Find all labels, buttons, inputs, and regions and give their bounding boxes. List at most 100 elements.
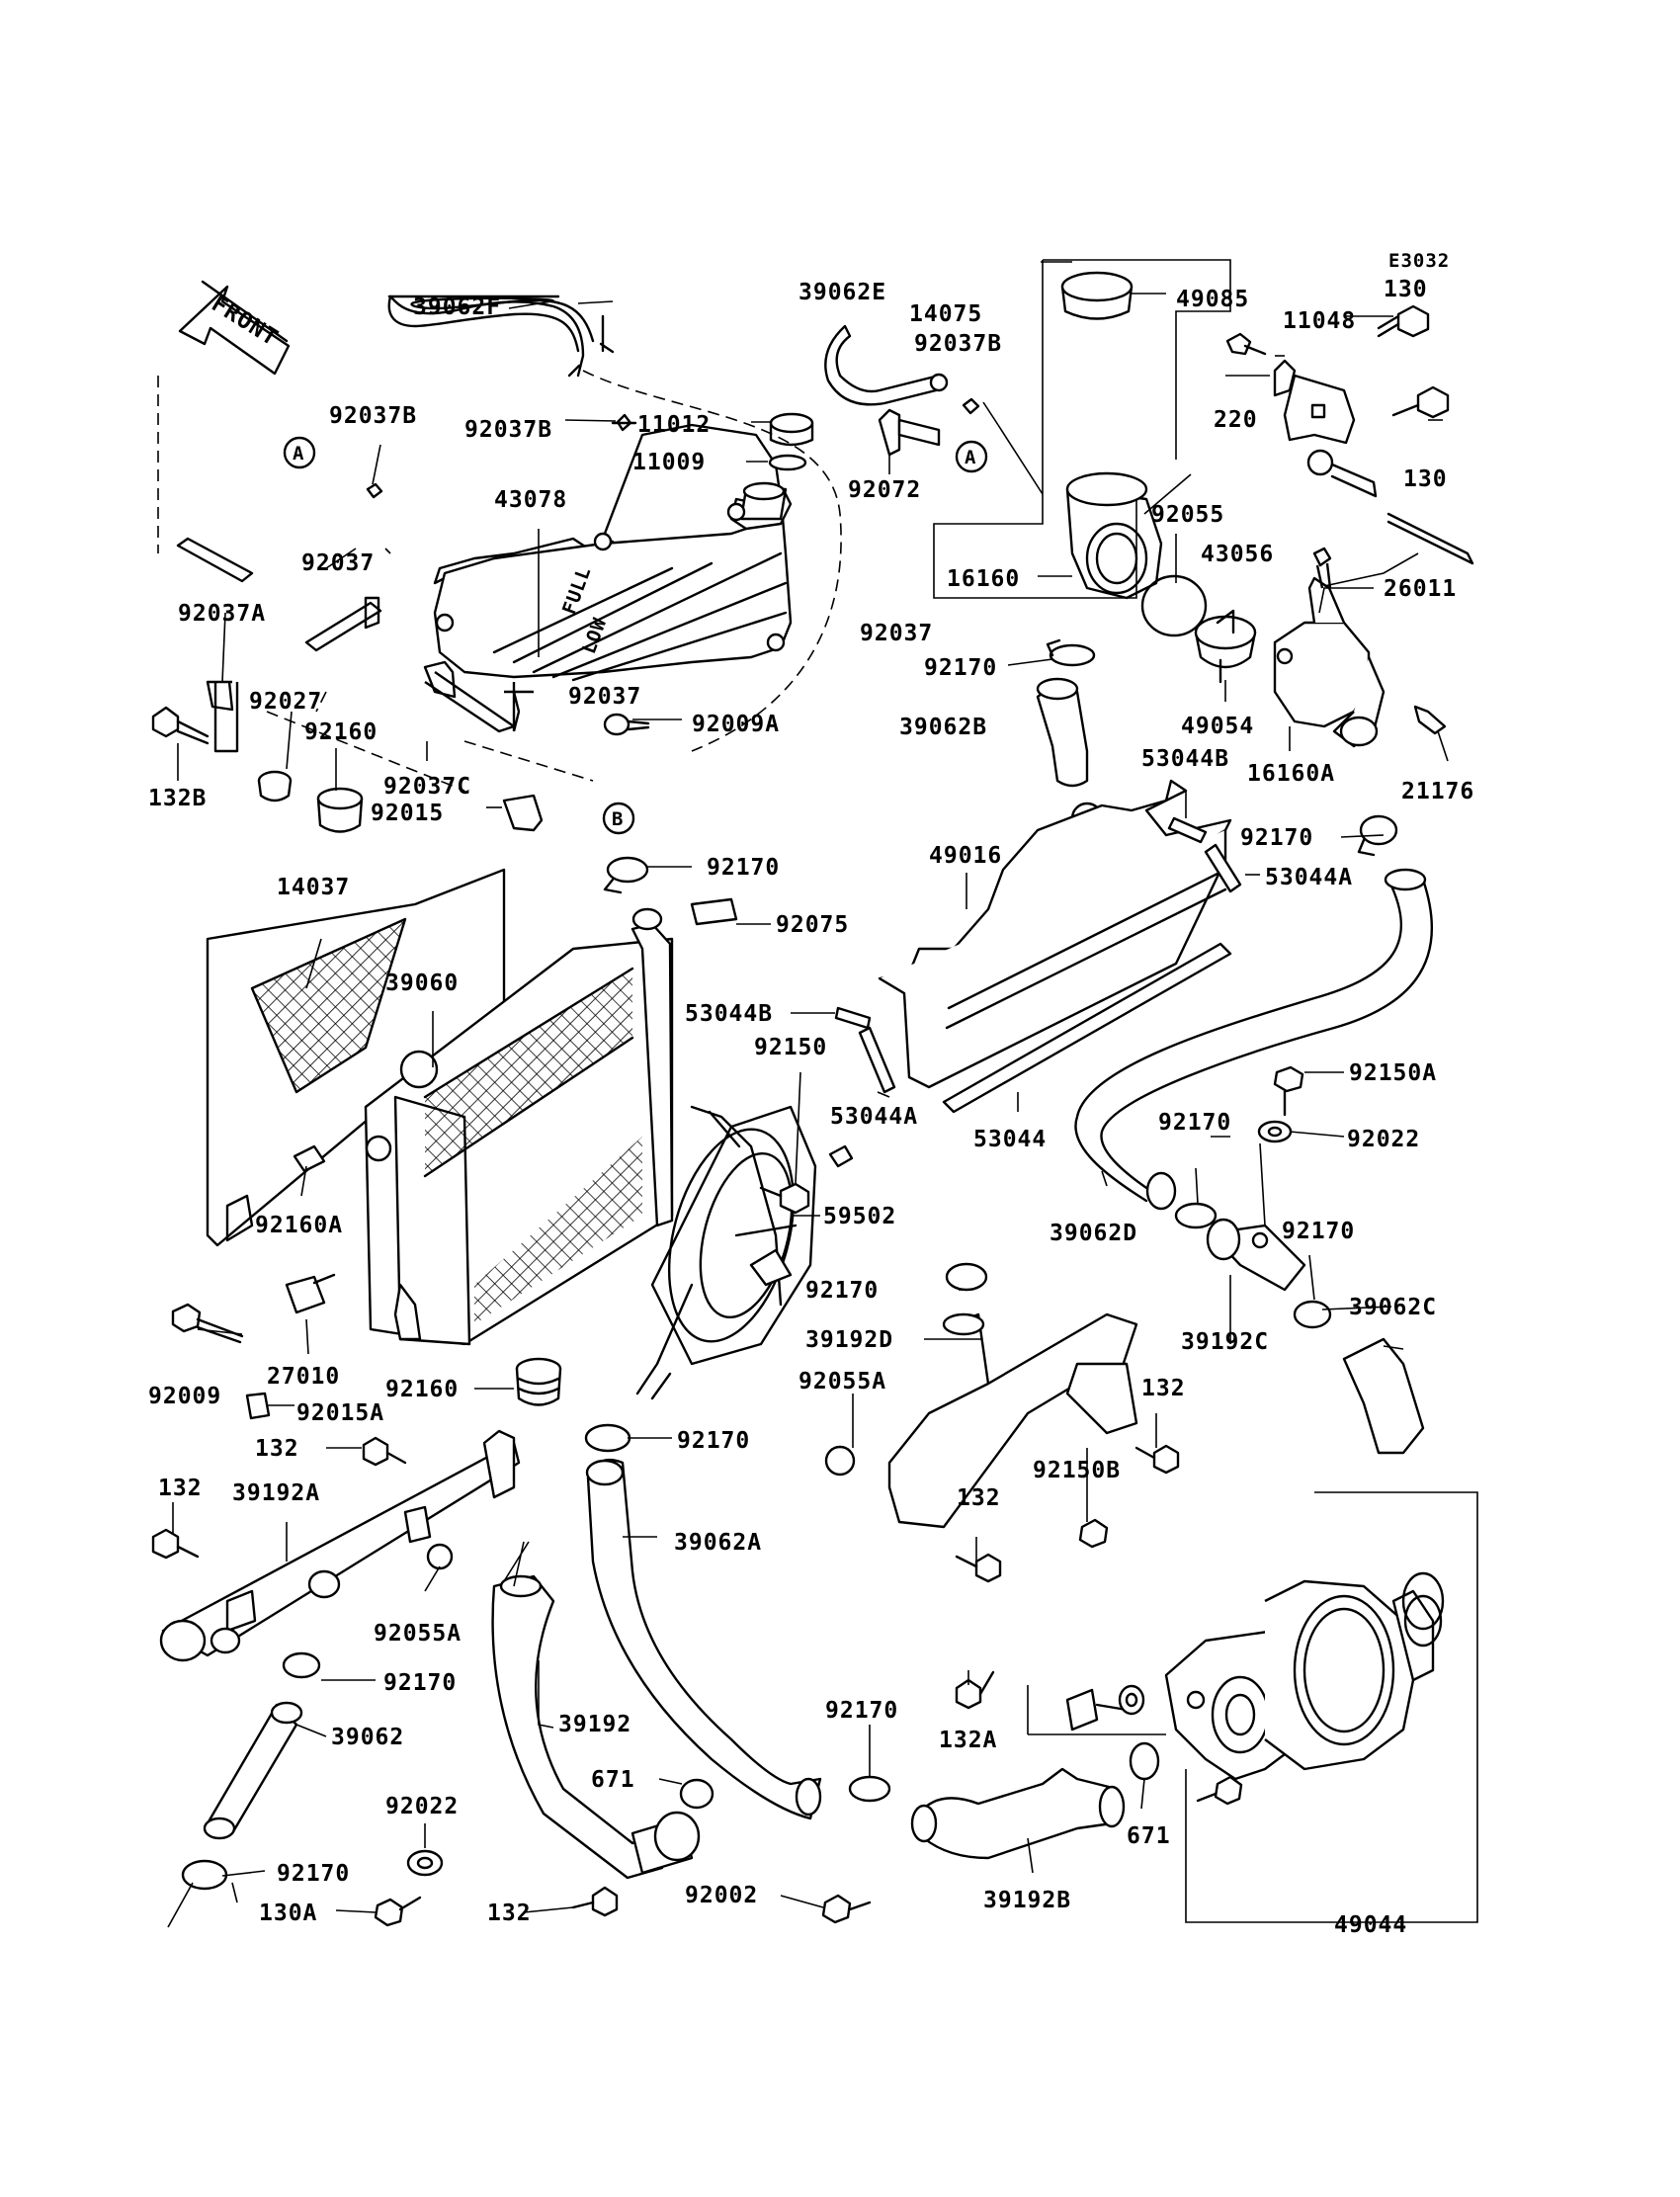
bolt-220	[1225, 332, 1267, 356]
sensor-43056	[1312, 547, 1332, 589]
label-39192D: 39192D	[805, 1327, 893, 1353]
label-39062B: 39062B	[899, 715, 987, 740]
clip-92037B-center	[962, 397, 980, 415]
label-132-left-upper: 132	[255, 1436, 299, 1462]
label-92170-left-lower: 92170	[277, 1861, 350, 1887]
water-pump-49044	[1065, 1579, 1443, 1806]
bolt-132-center-lower	[955, 1553, 1002, 1583]
clip-92015A	[245, 1392, 271, 1420]
label-130A: 130A	[259, 1901, 317, 1926]
label-59502: 59502	[823, 1204, 896, 1229]
marker-a-right-label: A	[965, 447, 976, 468]
label-21176: 21176	[1401, 779, 1474, 804]
label-132-lower: 132	[487, 1901, 532, 1926]
label-39192B: 39192B	[983, 1888, 1071, 1913]
label-92027: 92027	[249, 689, 322, 715]
label-220: 220	[1214, 407, 1258, 433]
fitting-39192C	[1206, 1218, 1306, 1292]
label-92150A: 92150A	[1349, 1060, 1437, 1086]
label-92160A: 92160A	[255, 1213, 343, 1238]
hose-39062E	[824, 324, 949, 406]
o-ring-671-right	[1129, 1741, 1160, 1781]
bolt-92009	[171, 1303, 244, 1344]
o-ring-92055	[1140, 574, 1208, 637]
bracket-11048	[1273, 359, 1356, 445]
label-92075: 92075	[776, 912, 849, 938]
hose-39062B	[1036, 677, 1089, 788]
clip-92170-lower-center	[584, 1423, 631, 1453]
fitting-27010	[285, 1273, 336, 1314]
label-92072: 92072	[848, 477, 921, 503]
label-14037: 14037	[277, 875, 350, 900]
clip-92170-upper	[1046, 638, 1096, 667]
label-132-center-right: 132	[1141, 1376, 1186, 1401]
label-53044A-mid: 53044A	[830, 1104, 918, 1130]
clip-92170-right-upper	[1357, 814, 1398, 857]
label-49016: 49016	[929, 843, 1002, 869]
o-ring-92055A-left	[426, 1543, 454, 1570]
label-92037B-left: 92037B	[329, 403, 417, 429]
label-49085: 49085	[1176, 287, 1249, 312]
marker-a-right: A	[955, 440, 988, 473]
label-92170-lower-center: 92170	[677, 1428, 750, 1454]
label-53044B-mid: 53044B	[685, 1001, 773, 1027]
reservoir-cap-11012	[769, 412, 814, 447]
bolt-132-center-right	[1134, 1444, 1180, 1475]
grommet-92027	[257, 770, 293, 803]
leader-lines	[167, 261, 1449, 1928]
dashed-outline-tank	[266, 370, 842, 792]
pad-92075	[690, 897, 738, 926]
label-92037-right: 92037	[860, 621, 933, 646]
pad-92160A	[293, 1144, 326, 1173]
brackets-92037	[176, 537, 534, 753]
label-92170-center: 92170	[805, 1278, 879, 1304]
pipe-39192D	[887, 1312, 1138, 1529]
marker-a-leader-right	[997, 424, 1044, 495]
marker-a-left: A	[283, 436, 316, 469]
label-11009: 11009	[632, 450, 706, 475]
tube-53044A-top	[1204, 843, 1242, 893]
label-92150B: 92150B	[1033, 1458, 1121, 1483]
bolt-130-top	[1377, 304, 1430, 338]
label-92037C: 92037C	[383, 774, 471, 800]
o-ring-92055A-center	[824, 1445, 856, 1477]
clip-92170-left-lower	[181, 1859, 228, 1891]
filler-cap-49085	[1060, 271, 1134, 320]
bolt-92009A	[603, 713, 650, 736]
label-92037A: 92037A	[178, 601, 266, 627]
label-39062: 39062	[331, 1725, 404, 1750]
pipe-39192B	[910, 1767, 1126, 1860]
label-53044A-top: 53044A	[1265, 865, 1353, 890]
diagram-code-label: E3032	[1388, 250, 1450, 272]
label-92022-left: 92022	[385, 1794, 459, 1819]
label-92170-right-lower: 92170	[1282, 1219, 1355, 1244]
label-132B: 132B	[148, 786, 207, 811]
sensor-21176	[1413, 705, 1447, 735]
marker-a-left-label: A	[293, 443, 304, 465]
bolt-132-left-side	[151, 1528, 200, 1560]
label-43078: 43078	[494, 487, 567, 513]
label-39062D: 39062D	[1050, 1221, 1137, 1246]
o-ring-49044-outer	[1401, 1571, 1445, 1631]
filler-neck-16160	[1065, 471, 1163, 600]
label-53044: 53044	[973, 1127, 1047, 1152]
label-92009: 92009	[148, 1384, 221, 1409]
bolt-132A	[955, 1670, 995, 1710]
hose-39062	[203, 1701, 303, 1840]
tube-53044	[942, 942, 1232, 1114]
label-16160A: 16160A	[1247, 761, 1335, 787]
clip-92170-left-mid	[282, 1651, 321, 1679]
label-92055A-center: 92055A	[798, 1369, 886, 1394]
bolt-92002	[821, 1894, 872, 1924]
label-92055: 92055	[1151, 502, 1224, 528]
label-92160-top: 92160	[304, 719, 378, 745]
washer-92022-left	[406, 1849, 444, 1877]
label-39062C: 39062C	[1349, 1295, 1437, 1320]
hose-39062D	[1074, 868, 1434, 1211]
front-direction-arrow: FRONT	[178, 280, 291, 376]
label-92022-right: 92022	[1347, 1127, 1420, 1152]
label-27010: 27010	[267, 1364, 340, 1390]
part-labels: 39062F 39062E 14075 49085 11048 130 9203…	[148, 277, 1474, 1938]
bolt-130A	[374, 1896, 422, 1927]
